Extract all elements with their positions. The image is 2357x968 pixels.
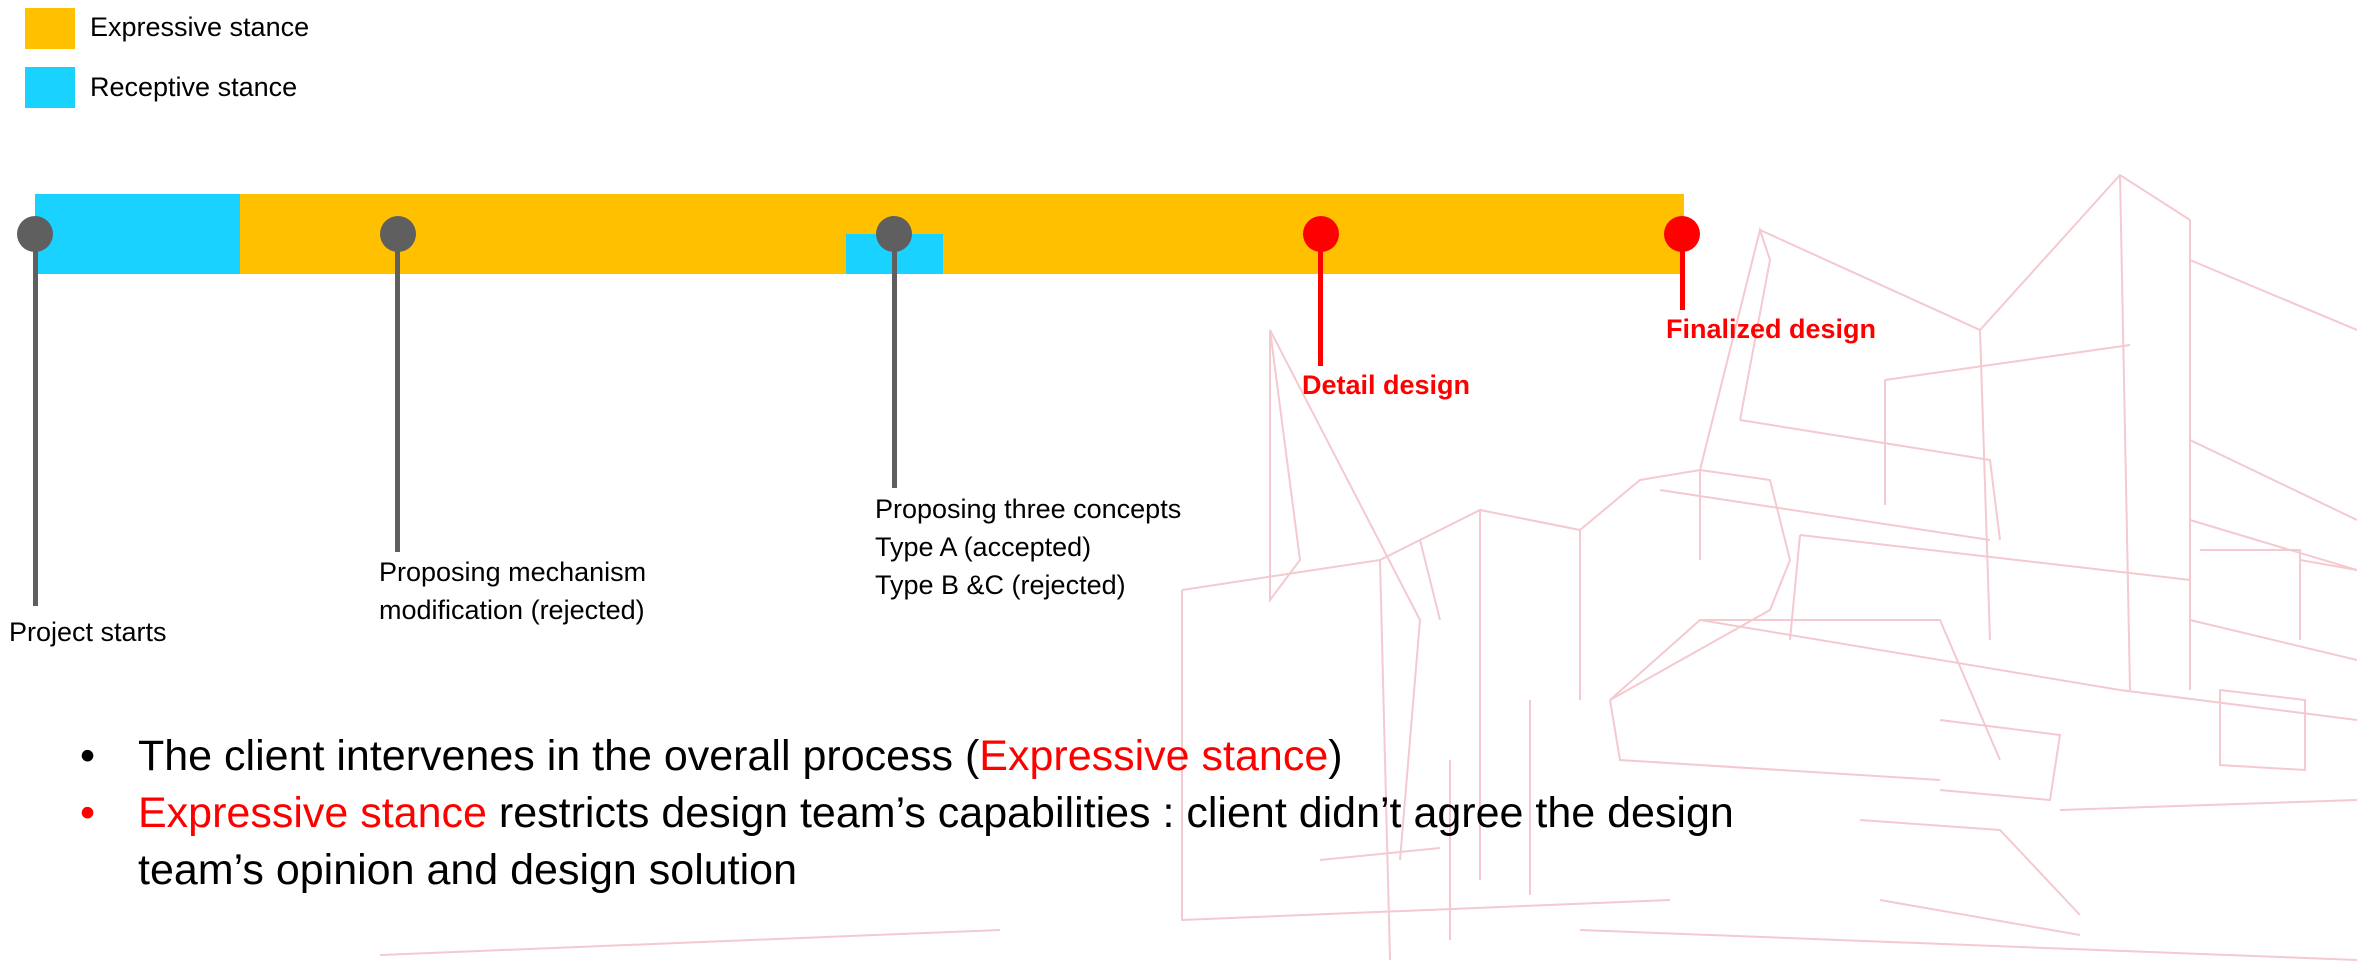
bullet-marker: • (80, 732, 96, 780)
legend-swatch-receptive (25, 67, 75, 108)
milestone-label-detail-design: Detail design (1302, 366, 1470, 404)
milestone-label-project-starts: Project starts (9, 613, 167, 651)
bullet-list: • The client intervenes in the overall p… (80, 728, 1860, 899)
milestone-label-line: modification (rejected) (379, 595, 645, 625)
milestone-stem (33, 234, 38, 606)
milestone-marker-project-starts (17, 216, 53, 252)
bullet-item: • The client intervenes in the overall p… (80, 728, 1860, 785)
milestone-label-line: Type B &C (rejected) (875, 570, 1126, 600)
milestone-marker-detail-design (1303, 216, 1339, 252)
milestone-stem (395, 234, 400, 552)
milestone-label-line: Detail design (1302, 370, 1471, 400)
milestone-label-mechanism-modification: Proposing mechanism modification (reject… (379, 553, 646, 629)
bullet-text: ) (1328, 732, 1343, 780)
milestone-label-line: Finalized design (1666, 314, 1877, 344)
bullet-highlight-expressive-stance: Expressive stance (979, 732, 1329, 780)
milestone-label-line: Project starts (9, 617, 167, 647)
timeline-bar-expressive (240, 194, 1684, 274)
milestone-label-line: Proposing mechanism (379, 557, 647, 587)
milestone-label-three-concepts: Proposing three concepts Type A (accepte… (875, 490, 1181, 604)
milestone-stem (1318, 234, 1323, 366)
milestone-marker-mechanism-modification (380, 216, 416, 252)
milestone-marker-finalized-design (1664, 216, 1700, 252)
milestone-stem (1680, 234, 1685, 310)
bullet-item: • Expressive stance restricts design tea… (80, 785, 1860, 899)
milestone-marker-three-concepts (876, 216, 912, 252)
legend-label-expressive: Expressive stance (90, 12, 310, 42)
bullet-text: The client intervenes in the overall pro… (138, 732, 980, 780)
bullet-text: restricts design team’s capabilities : c… (138, 789, 1734, 894)
milestone-label-finalized-design: Finalized design (1666, 310, 1876, 348)
bullet-highlight-expressive-stance: Expressive stance (138, 789, 487, 837)
legend-label-receptive: Receptive stance (90, 72, 298, 102)
legend-swatch-expressive (25, 8, 75, 49)
milestone-stem (892, 234, 897, 488)
bullet-marker: • (80, 789, 96, 837)
milestone-label-line: Type A (accepted) (875, 532, 1092, 562)
timeline-segment-receptive-start (35, 194, 240, 274)
milestone-label-line: Proposing three concepts (875, 494, 1182, 524)
